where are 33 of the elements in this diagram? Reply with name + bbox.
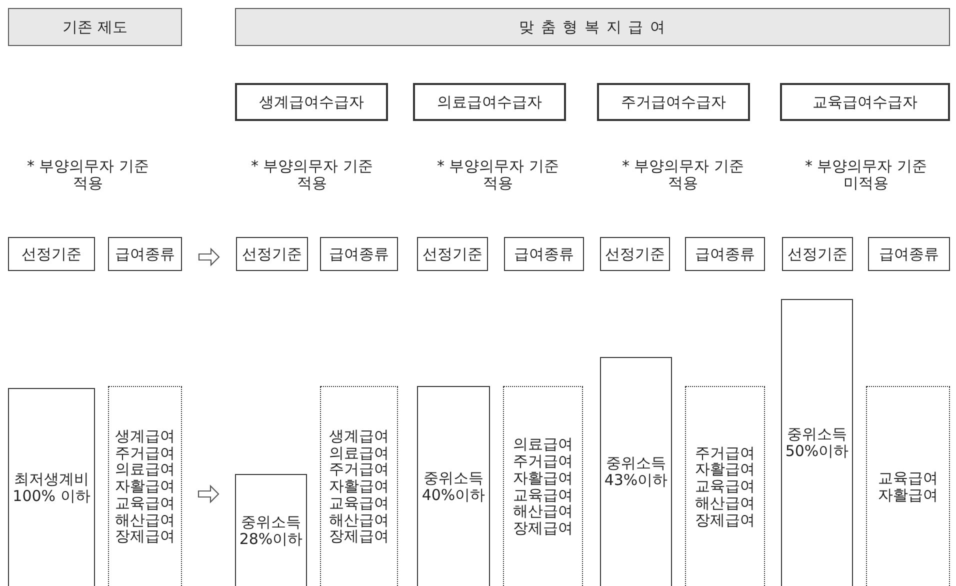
arrow bbox=[198, 248, 220, 266]
arrow bbox=[198, 484, 220, 504]
benefit-list-box: 주거급여 자활급여 교육급여 해산급여 장제급여 bbox=[685, 386, 765, 586]
section-header: 맞 춤 형 복 지 급 여 bbox=[235, 8, 950, 46]
category-box: 급여종류 bbox=[868, 237, 950, 271]
note-text: * 부양의무자 기준 미적용 bbox=[804, 158, 928, 191]
note-text: * 부양의무자 기준 적용 bbox=[250, 158, 374, 191]
category-box: 급여종류 bbox=[108, 237, 182, 271]
note-text: * 부양의무자 기준 적용 bbox=[26, 158, 150, 191]
note-text: * 부양의무자 기준 적용 bbox=[436, 158, 560, 191]
benefit-list-box: 의료급여 주거급여 자활급여 교육급여 해산급여 장제급여 bbox=[503, 386, 583, 586]
benefit-list-box: 교육급여 자활급여 bbox=[866, 386, 950, 586]
category-box: 급여종류 bbox=[320, 237, 398, 271]
category-box: 선정기준 bbox=[600, 237, 670, 271]
income-bar: 최저생계비 100% 이하 bbox=[8, 388, 95, 586]
category-box: 선정기준 bbox=[236, 237, 308, 271]
category-box: 선정기준 bbox=[782, 237, 853, 271]
note-text: * 부양의무자 기준 적용 bbox=[620, 158, 746, 191]
category-box: 급여종류 bbox=[685, 237, 765, 271]
group-box: 생계급여수급자 bbox=[235, 83, 388, 121]
group-box: 교육급여수급자 bbox=[780, 83, 950, 121]
category-box: 선정기준 bbox=[8, 237, 95, 271]
income-bar: 중위소득 28%이하 bbox=[235, 474, 307, 586]
benefit-list-box: 생계급여 의료급여 주거급여 자활급여 교육급여 해산급여 장제급여 bbox=[320, 386, 398, 586]
income-bar: 중위소득 50%이하 bbox=[781, 299, 853, 586]
category-box: 급여종류 bbox=[504, 237, 584, 271]
benefit-list-box: 생계급여 주거급여 의료급여 자활급여 교육급여 해산급여 장제급여 bbox=[108, 386, 182, 586]
income-bar: 중위소득 40%이하 bbox=[417, 386, 490, 586]
group-box: 주거급여수급자 bbox=[597, 83, 750, 121]
section-header: 기존 제도 bbox=[8, 8, 182, 46]
income-bar: 중위소득 43%이하 bbox=[600, 357, 672, 586]
group-box: 의료급여수급자 bbox=[413, 83, 566, 121]
category-box: 선정기준 bbox=[417, 237, 488, 271]
